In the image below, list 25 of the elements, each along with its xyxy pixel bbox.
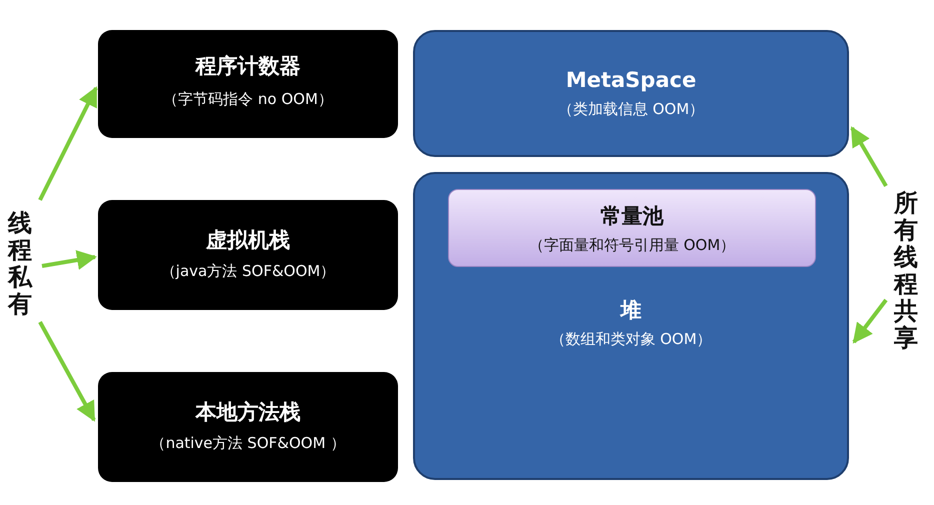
arrow — [42, 250, 97, 270]
box-title: 堆 — [618, 297, 642, 324]
memory-box — [98, 372, 398, 482]
arrow — [38, 86, 98, 201]
memory-box — [98, 200, 398, 310]
arrow — [850, 126, 888, 188]
box-title: 虚拟机栈 — [204, 227, 291, 254]
box-title: 常量池 — [600, 203, 665, 230]
memory-box — [413, 30, 849, 157]
box-subtitle: （native方法 SOF&OOM ） — [150, 434, 346, 453]
box-title: 程序计数器 — [194, 53, 302, 80]
arrow — [852, 298, 888, 344]
arrow — [38, 321, 96, 422]
box-subtitle: （java方法 SOF&OOM） — [160, 262, 336, 281]
vertical-label: 所有线程共享 — [892, 190, 920, 355]
memory-box — [413, 172, 849, 480]
box-subtitle: （字面量和符号引用量 OOM） — [528, 236, 736, 255]
box-subtitle: （类加载信息 OOM） — [556, 100, 706, 119]
box-title: MetaSpace — [564, 68, 698, 92]
box-subtitle: （数组和类对象 OOM） — [549, 330, 713, 349]
memory-box — [98, 30, 398, 138]
box-subtitle: （字节码指令 no OOM） — [162, 90, 334, 109]
memory-box — [448, 189, 816, 267]
vertical-label: 线程私有 — [6, 210, 34, 322]
box-title: 本地方法栈 — [194, 399, 302, 426]
